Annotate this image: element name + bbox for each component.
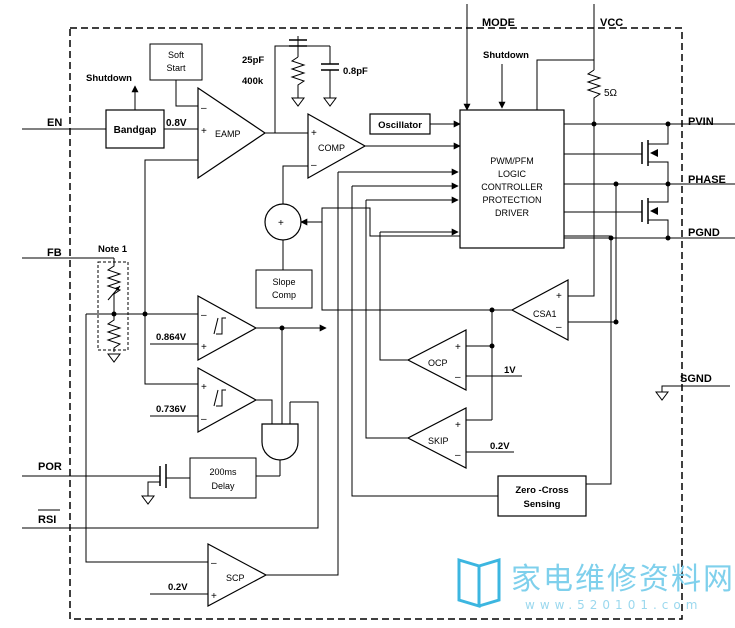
svg-text:–: – [201, 310, 207, 321]
scp-label: SCP [226, 573, 245, 583]
svg-text:+: + [211, 591, 217, 602]
delay-label-1: 200ms [209, 467, 237, 477]
res-400k-label: 400k [242, 76, 264, 87]
pgood-upper-comparator [197, 294, 258, 362]
pin-por-label: POR [38, 461, 62, 473]
zero-cross-label-2: Sensing [524, 499, 561, 510]
note1-box [97, 261, 129, 351]
watermark-text: 家电维修资料网 [511, 562, 735, 597]
scp-comparator [207, 542, 268, 608]
controller-line-1: PWM/PFM [490, 156, 534, 166]
controller-line-2: LOGIC [498, 169, 527, 179]
svg-text:–: – [455, 372, 461, 383]
book-logo-icon [457, 557, 501, 609]
cap-25p-label: 25pF [242, 55, 264, 66]
svg-text:–: – [201, 414, 207, 425]
pin-fb-label: FB [47, 247, 62, 259]
note1-label: Note 1 [98, 244, 128, 255]
controller-line-5: DRIVER [495, 208, 530, 218]
oscillator-label: Oscillator [378, 120, 422, 131]
shutdown-top-label: Shutdown [483, 50, 529, 61]
svg-text:–: – [556, 322, 562, 333]
svg-text:+: + [311, 128, 317, 139]
bandgap-label: Bandgap [114, 125, 157, 136]
svg-text:–: – [311, 160, 317, 171]
chip-boundary [69, 27, 683, 620]
resistor-5ohm [586, 69, 602, 124]
zero-cross-block [497, 475, 587, 517]
watermark-sub: www.520101.com [525, 598, 703, 612]
pin-phase-label: PHASE [688, 174, 726, 186]
resistor-fb-top [106, 258, 122, 314]
controller-block [459, 109, 565, 249]
bandgap-block [105, 109, 165, 149]
eamp-label: EAMP [215, 129, 241, 139]
svg-text:+: + [455, 342, 461, 353]
wire-eamp-neg-fb [144, 159, 198, 314]
eamp-minus: – [201, 103, 207, 114]
svg-text:+: + [556, 291, 562, 302]
controller-line-3: CONTROLLER [481, 182, 543, 192]
ref-02v-scp-label: 0.2V [168, 582, 188, 593]
pin-pvin-label: PVIN [688, 116, 714, 128]
soft-start-label-1: Soft [168, 50, 185, 60]
delay-block [189, 457, 257, 499]
csa1-amplifier [510, 278, 569, 342]
ref-1v-label: 1V [504, 365, 516, 376]
comp-label: COMP [318, 143, 345, 153]
svg-text:+: + [201, 342, 207, 353]
soft-start-label-2: Start [166, 63, 186, 73]
resistor-400k [290, 56, 306, 98]
and-gate [261, 423, 299, 461]
ref-0864-label: 0.864V [156, 332, 187, 343]
ocp-label: OCP [428, 358, 448, 368]
eamp-plus: + [201, 126, 207, 137]
svg-text:+: + [455, 420, 461, 431]
pin-sgnd-label: SGND [680, 373, 712, 385]
skip-label: SKIP [428, 436, 449, 446]
svg-text:+: + [278, 218, 284, 229]
wire-sgnd [661, 385, 730, 392]
resistor-fb-bottom [106, 314, 122, 352]
soft-start-block [149, 43, 203, 81]
wire-current-sense-sum [300, 207, 611, 237]
ocp-comparator [406, 329, 467, 391]
ref-02v-skip-label: 0.2V [490, 441, 510, 452]
shutdown-left-label: Shutdown [86, 73, 132, 84]
pgood-lower-comparator [197, 366, 258, 434]
watermark: 家电维修资料网 www.520101.com [455, 548, 733, 624]
ref-0736-label: 0.736V [156, 404, 187, 415]
pin-mode-label: MODE [482, 17, 515, 29]
csa1-label: CSA1 [533, 309, 557, 319]
pin-rsi-label: RSI [38, 514, 56, 526]
slope-comp-label-1: Slope [272, 277, 295, 287]
svg-text:–: – [455, 450, 461, 461]
cap-08p-label: 0.8pF [343, 66, 368, 77]
pin-pgnd-label: PGND [688, 227, 720, 239]
skip-comparator [406, 407, 467, 469]
svg-text:+: + [201, 382, 207, 393]
eamp-amplifier [197, 86, 267, 180]
delay-label-2: Delay [211, 481, 235, 491]
wire-softstart-eamp [175, 80, 198, 107]
pin-en-label: EN [47, 117, 62, 129]
slope-comp-label-2: Comp [272, 290, 296, 300]
pin-vcc-label: VCC [600, 17, 623, 29]
slope-comp-block [255, 269, 313, 309]
comp-comparator [307, 112, 367, 180]
controller-line-4: PROTECTION [482, 195, 541, 205]
svg-text:–: – [211, 558, 217, 569]
ref-08-label: 0.8V [166, 118, 187, 129]
res-5ohm-label: 5Ω [604, 88, 618, 99]
zero-cross-label-1: Zero -Cross [515, 485, 568, 496]
wire-rsi [22, 401, 319, 529]
